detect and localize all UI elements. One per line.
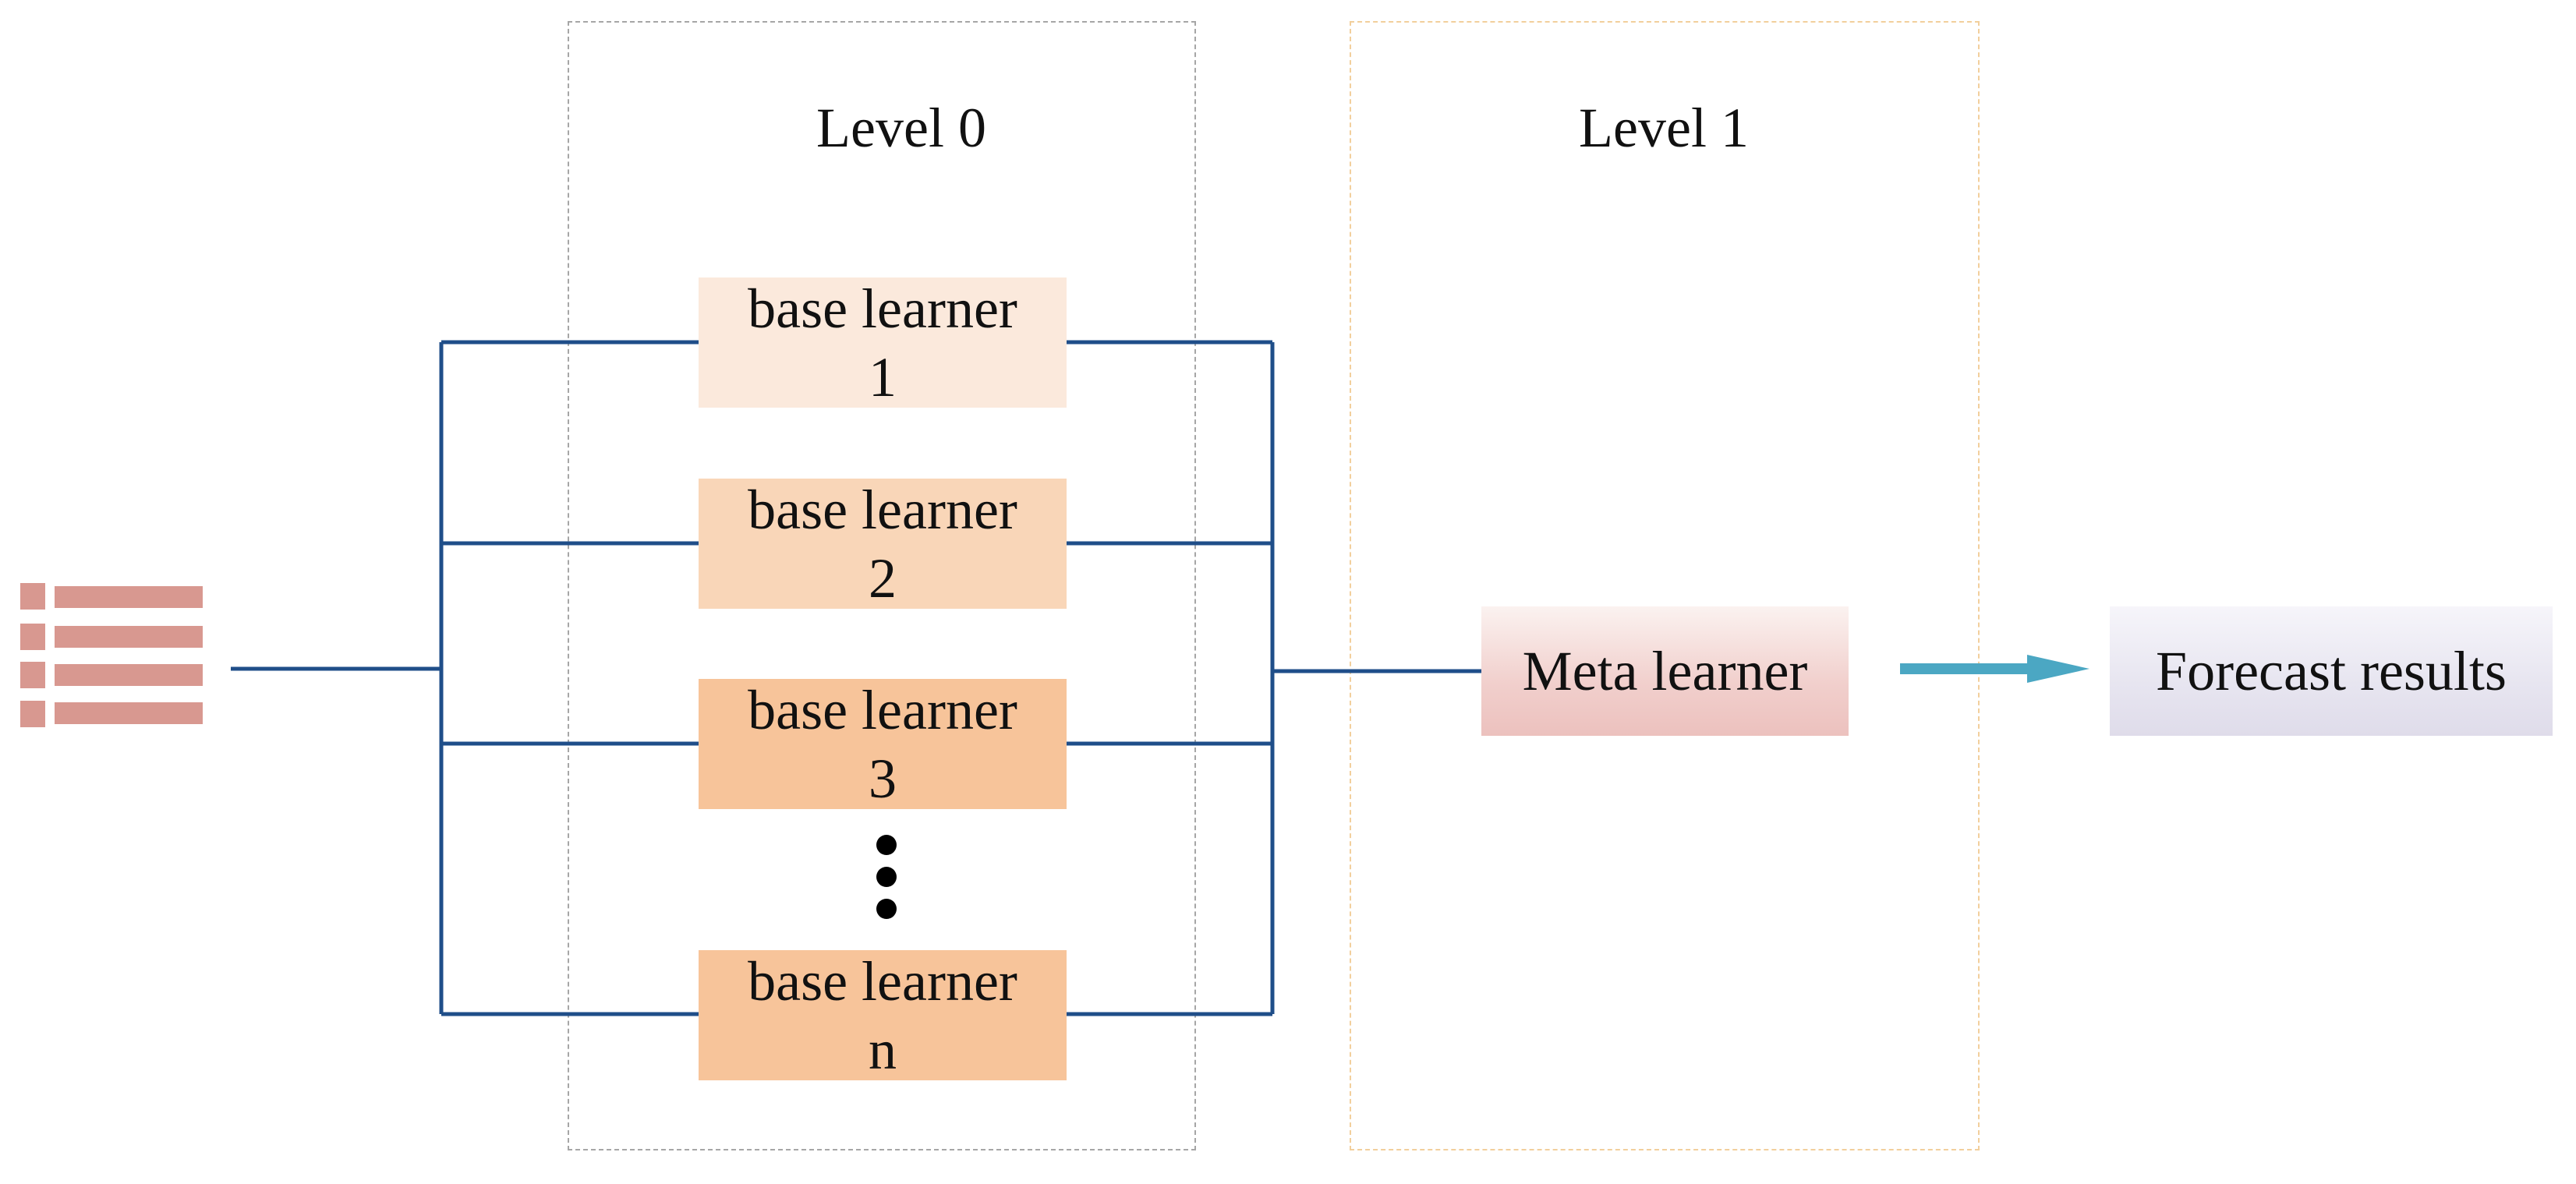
base-learner-index: n — [869, 1018, 897, 1081]
ellipsis-dot — [876, 835, 897, 855]
list-bullet — [20, 701, 45, 727]
list-bullet — [20, 662, 45, 688]
base-learner-3: base learner 3 — [699, 678, 1067, 810]
base-learner-label: base learner — [748, 678, 1017, 741]
ellipsis-dot — [876, 899, 897, 919]
list-bar — [55, 586, 203, 608]
level-0-title: Level 0 — [816, 97, 986, 159]
ellipsis-dot — [876, 867, 897, 887]
level-0-container — [568, 21, 1196, 1150]
level-1-title: Level 1 — [1579, 97, 1749, 159]
meta-learner-box: Meta learner — [1481, 606, 1849, 736]
base-learner-1: base learner 1 — [699, 277, 1067, 408]
wire-group — [231, 340, 1481, 1016]
list-bar — [55, 626, 203, 648]
base-learner-n: base learner n — [699, 949, 1067, 1081]
base-learner-label: base learner — [748, 949, 1017, 1013]
base-learner-index: 2 — [869, 546, 897, 610]
base-learner-label: base learner — [748, 277, 1017, 340]
level-1-container — [1350, 21, 1980, 1150]
list-bar — [55, 664, 203, 686]
base-learner-index: 1 — [869, 345, 897, 408]
arrow-right-icon — [1900, 655, 2089, 683]
base-learner-2: base learner 2 — [699, 479, 1067, 610]
forecast-results-box: Forecast results — [2110, 606, 2553, 736]
list-bar — [55, 702, 203, 724]
base-learner-index: 3 — [869, 747, 897, 810]
arrow-head — [2027, 655, 2089, 683]
list-bullet — [20, 583, 45, 610]
list-bullet — [20, 624, 45, 650]
base-learner-label: base learner — [748, 478, 1017, 541]
